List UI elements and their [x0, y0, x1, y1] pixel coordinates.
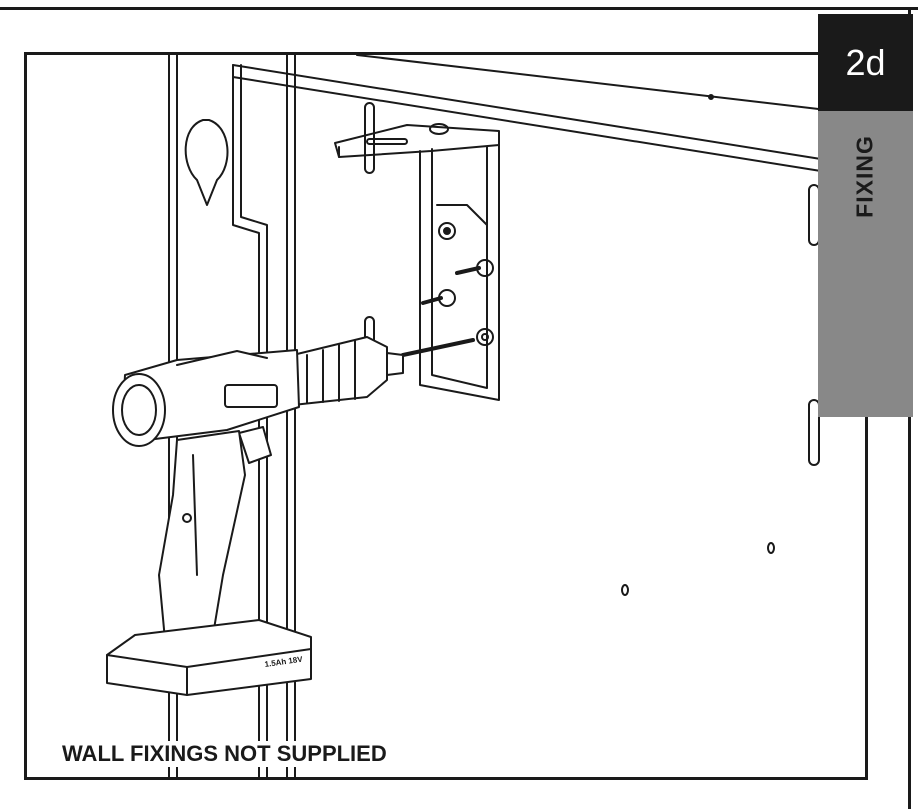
step-number-tab: 2d: [818, 14, 913, 111]
section-tab: FIXING: [818, 111, 913, 417]
top-border-rule: [0, 7, 918, 10]
illustration-frame: 1.5Ah 18V: [24, 52, 868, 780]
cabinet-hole: [621, 584, 629, 596]
wall-fixings-note: WALL FIXINGS NOT SUPPLIED: [62, 741, 387, 767]
keyhole-slot: [184, 119, 229, 206]
wall-bracket: [334, 123, 500, 401]
assembly-illustration: 1.5Ah 18V: [106, 55, 828, 777]
cordless-drill: 1.5Ah 18V: [106, 336, 404, 696]
step-number: 2d: [845, 41, 886, 83]
section-tab-label: FIXING: [851, 135, 878, 218]
cabinet-slot: [808, 399, 820, 466]
screws: [401, 222, 494, 357]
cabinet-top-edge: [232, 55, 828, 173]
cabinet-hole: [767, 542, 775, 554]
